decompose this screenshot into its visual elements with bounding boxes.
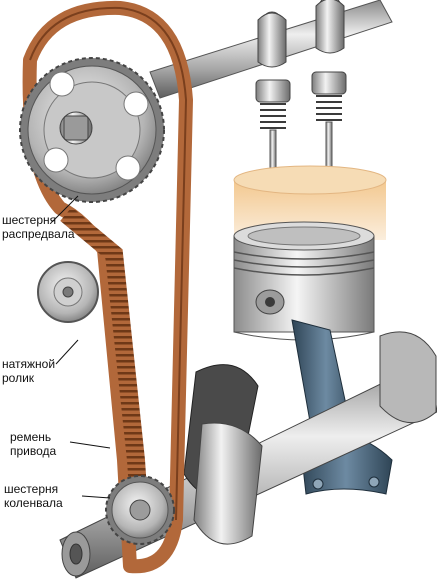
label-crankshaft-gear: шестерня коленвала bbox=[4, 482, 63, 510]
label-tensioner-roller: натяжной ролик bbox=[2, 357, 55, 385]
pointer-tensioner bbox=[55, 339, 79, 365]
label-camshaft-gear-line2: распредвала bbox=[2, 227, 75, 241]
tensioner-roller bbox=[37, 261, 99, 323]
crankshaft-gear bbox=[105, 475, 175, 545]
label-belt-line2: привода bbox=[10, 444, 57, 458]
label-camshaft-gear: шестерня распредвала bbox=[2, 213, 75, 241]
label-drive-belt: ремень привода bbox=[10, 430, 56, 458]
piston bbox=[233, 221, 375, 341]
pointer-belt bbox=[69, 441, 111, 449]
camshaft bbox=[149, 0, 393, 99]
pointer-crank-gear bbox=[81, 495, 111, 499]
label-camshaft-gear-line1: шестерня bbox=[2, 213, 57, 227]
pointer-cam-gear bbox=[51, 195, 79, 223]
label-crank-gear-line2: коленвала bbox=[4, 496, 63, 510]
label-crank-gear-line1: шестерня bbox=[4, 482, 59, 496]
camshaft-gear bbox=[19, 57, 165, 203]
label-tensioner-line1: натяжной bbox=[2, 357, 56, 371]
label-tensioner-line2: ролик bbox=[2, 371, 35, 385]
label-pointers bbox=[51, 195, 111, 499]
label-belt-line1: ремень bbox=[10, 430, 52, 444]
